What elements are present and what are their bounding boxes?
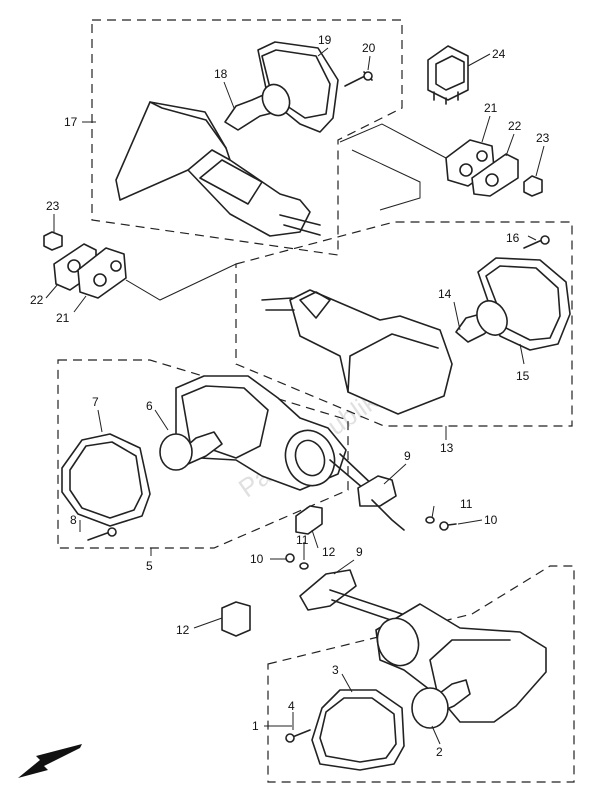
callout-17: 17	[64, 115, 78, 129]
bracket-9-upper	[329, 453, 405, 531]
callout-15: 15	[516, 369, 530, 383]
flasher-relay-24	[427, 45, 469, 105]
group-box-5	[57, 359, 349, 549]
callout-1: 1	[252, 719, 259, 733]
callout-22-right: 22	[508, 119, 522, 133]
callout-4: 4	[288, 699, 295, 713]
washer-11-right	[425, 516, 435, 524]
callout-6: 6	[146, 399, 153, 413]
fasteners-10-11-right	[425, 516, 457, 531]
washer-11-middle	[299, 562, 309, 570]
callout-22-left: 22	[30, 293, 44, 307]
callout-19: 19	[318, 33, 332, 47]
housing-17	[115, 101, 311, 237]
group-box-17	[91, 19, 403, 256]
callout-24: 24	[492, 47, 506, 61]
callout-14: 14	[438, 287, 452, 301]
callout-10-right: 10	[484, 513, 498, 527]
assembly-13-rear-left-signal	[235, 221, 573, 427]
damper-12-lower	[221, 601, 251, 637]
callout-23-right: 23	[536, 131, 550, 145]
callout-7: 7	[92, 395, 99, 409]
lens-3	[311, 689, 405, 771]
group-box-1	[267, 565, 575, 783]
front-direction-arrow-icon	[18, 744, 82, 778]
callout-10-middle: 10	[250, 552, 264, 566]
assembly-17-rear-right-signal	[91, 19, 469, 256]
assembly-5-front-right-signal	[57, 359, 349, 549]
mount-leader-right	[339, 123, 447, 211]
callout-12-upper: 12	[322, 545, 336, 559]
housing-13	[289, 289, 453, 415]
callout-13: 13	[440, 441, 454, 455]
callout-9-lower: 9	[356, 545, 363, 559]
damper-12-upper	[295, 505, 323, 535]
nut-23-right	[523, 175, 543, 197]
fasteners-10-11-middle	[285, 553, 309, 570]
callout-21-left: 21	[56, 311, 70, 325]
mount-set-right	[445, 139, 543, 197]
mount-set-left	[43, 231, 127, 299]
lens-7	[61, 433, 151, 527]
callout-2: 2	[436, 745, 443, 759]
screw-10-middle	[285, 553, 295, 563]
callout-12-lower: 12	[176, 623, 190, 637]
callout-16: 16	[506, 231, 520, 245]
callout-23-left: 23	[46, 199, 60, 213]
screw-8	[87, 531, 111, 541]
callout-5: 5	[146, 559, 153, 573]
screw-16	[523, 239, 543, 249]
callout-9-upper: 9	[404, 449, 411, 463]
callout-8: 8	[70, 513, 77, 527]
leader-lines	[45, 47, 545, 745]
callout-11-middle: 11	[296, 533, 309, 547]
nut-23-left	[43, 231, 63, 251]
group-box-13	[235, 221, 573, 427]
callout-labels: 1 2 3 4 5 6 7 8 9 9 10 10 11 11 12 12 13…	[30, 33, 550, 759]
assembly-1-front-left-signal	[267, 565, 575, 783]
mount-leader-left	[125, 263, 237, 301]
grommet-21-left	[77, 247, 127, 299]
callout-20: 20	[362, 41, 376, 55]
bracket-9-lower	[299, 569, 357, 611]
housing-1	[375, 603, 547, 723]
callout-21-right: 21	[484, 101, 498, 115]
callout-18: 18	[214, 67, 228, 81]
callout-11-right: 11	[460, 497, 473, 511]
callout-3: 3	[332, 663, 339, 677]
